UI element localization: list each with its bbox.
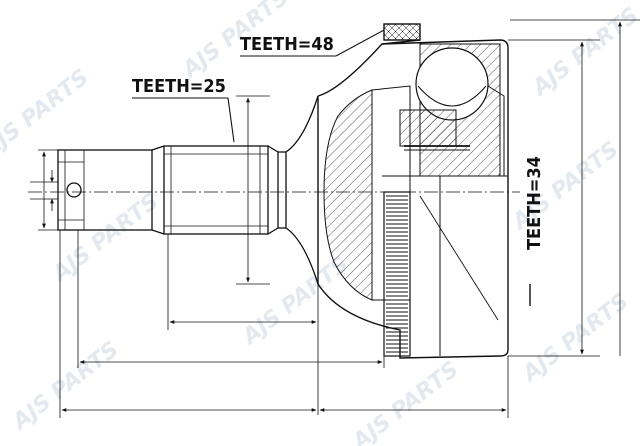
watermark-text: AJS PARTS — [347, 357, 464, 446]
label-teeth-48: TEETH=48 — [240, 29, 385, 57]
watermark-text: AJS PARTS — [237, 252, 354, 351]
bell-housing — [317, 23, 509, 359]
label-teeth-34: TEETH=34 — [524, 156, 545, 250]
watermark-text: AJS PARTS — [7, 337, 124, 436]
shaft-tip — [57, 145, 165, 235]
teeth-34-label: TEETH=34 — [524, 156, 545, 250]
watermark-text: AJS PARTS — [0, 65, 94, 164]
spline-section — [163, 95, 319, 285]
label-teeth-25: TEETH=25 — [132, 76, 235, 143]
teeth-48-label: TEETH=48 — [240, 34, 334, 55]
watermark-text: AJS PARTS — [517, 289, 634, 388]
abs-leader-line — [419, 195, 499, 321]
watermark-text: AJS PARTS — [527, 3, 640, 102]
abs-ring-teeth — [386, 195, 408, 353]
watermark-text: AJS PARTS — [47, 189, 164, 288]
teeth-25-label: TEETH=25 — [132, 76, 226, 97]
dimension-lines — [59, 19, 640, 418]
hole-dimension — [30, 149, 58, 231]
